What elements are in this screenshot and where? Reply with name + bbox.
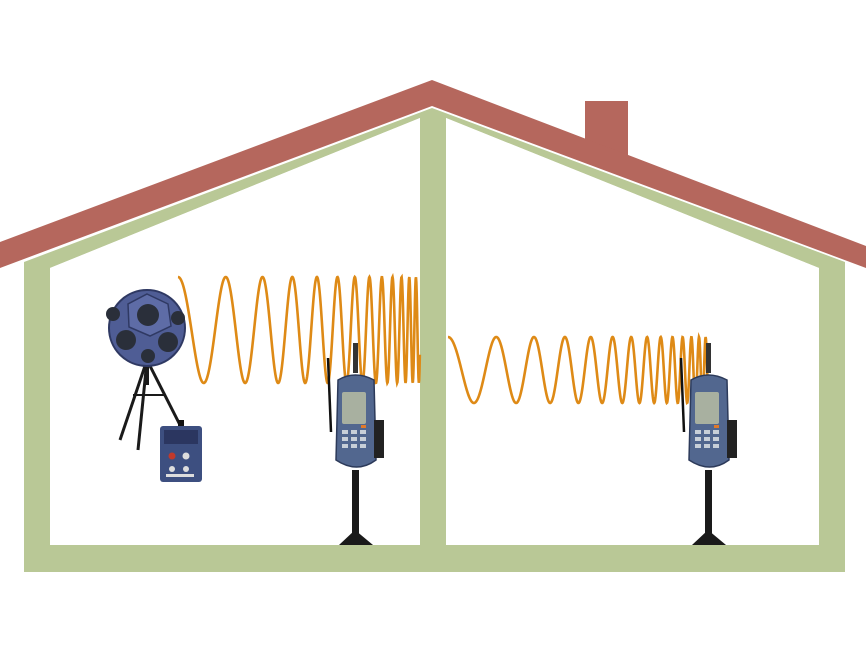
house-walls — [24, 108, 845, 572]
amplifier-icon — [160, 420, 202, 482]
speaker-icon — [106, 289, 186, 367]
sound-wave-receiving-room — [447, 332, 712, 407]
sound-level-meter-icon — [679, 343, 737, 545]
receiving-room — [446, 118, 819, 545]
sound-wave-source-room — [177, 272, 422, 388]
sound-level-meter-icon — [326, 343, 384, 545]
